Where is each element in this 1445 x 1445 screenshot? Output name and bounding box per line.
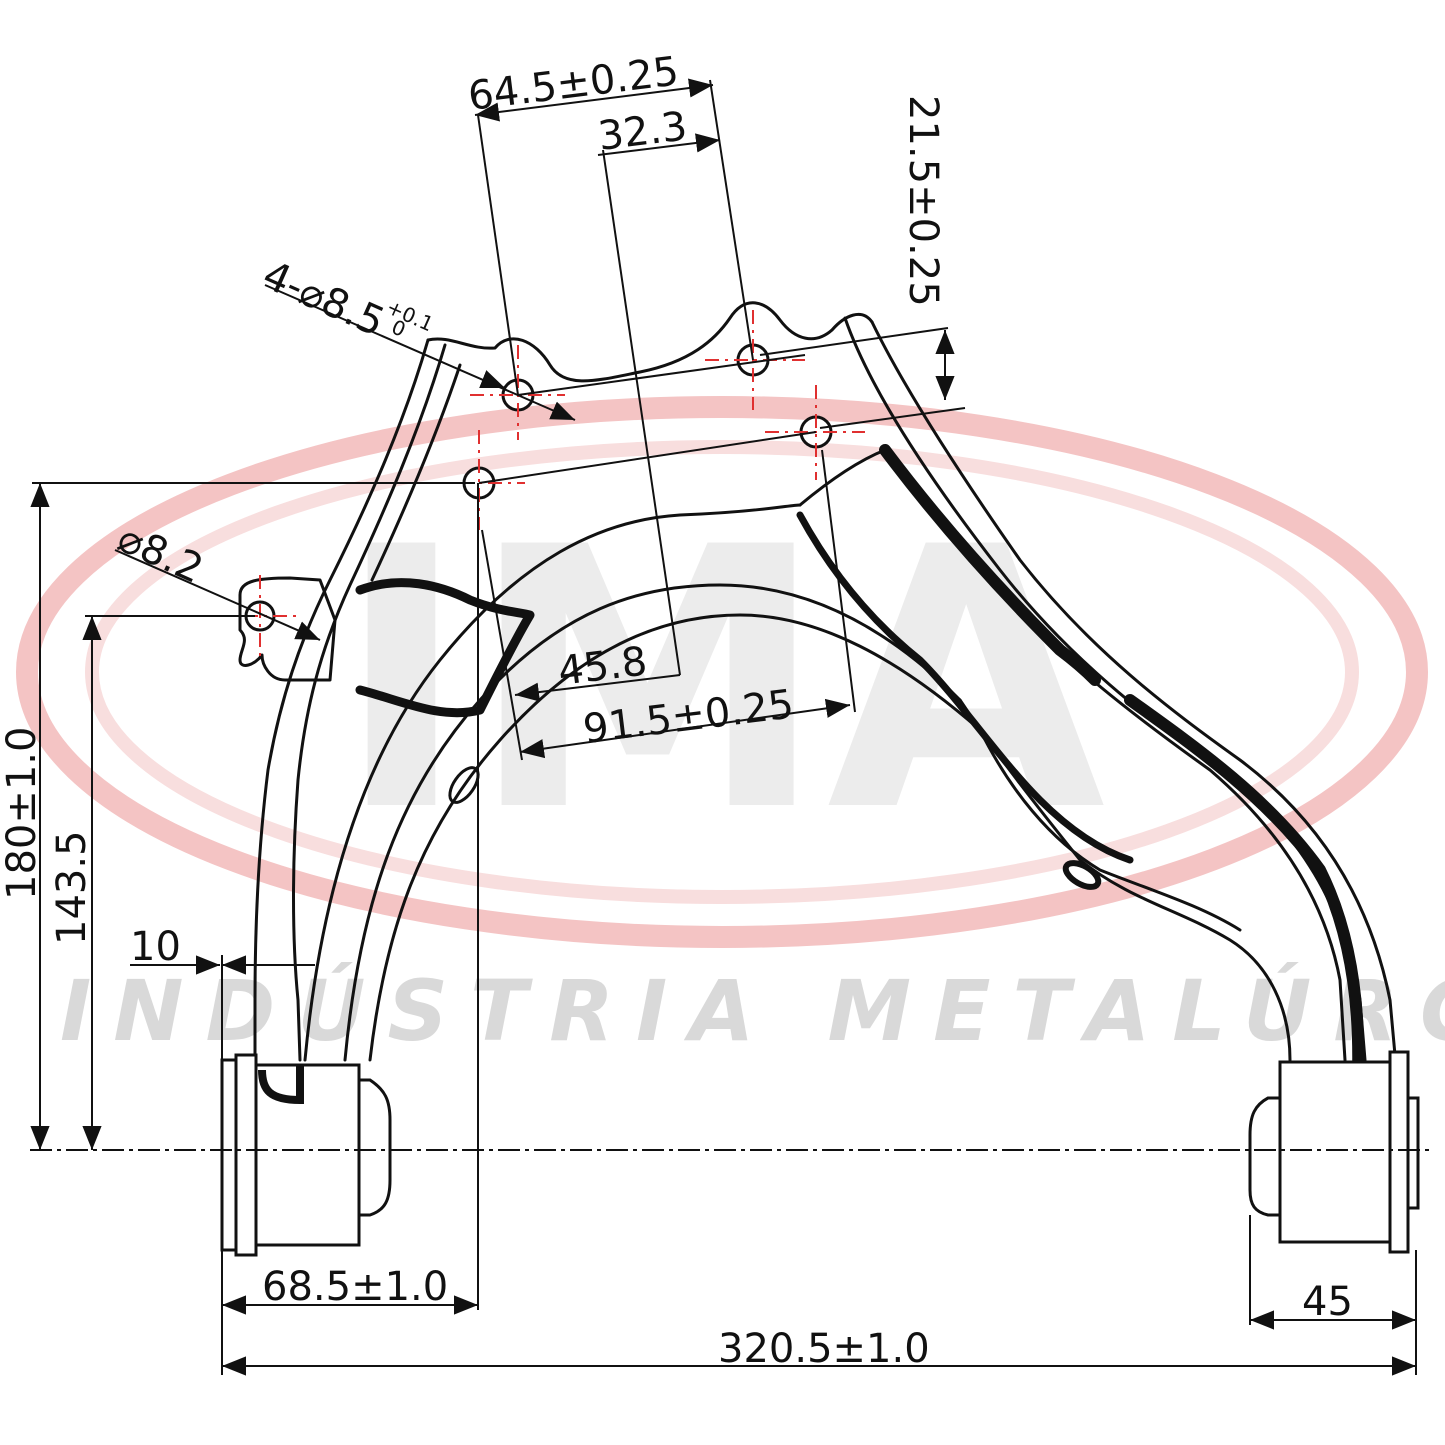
dim-overall-width: 320.5±1.0	[718, 1326, 930, 1372]
right-bushing-body	[1278, 1060, 1392, 1244]
watermark: IMA INDÚSTRIA METALÚRGICA ALL	[16, 396, 1445, 1060]
left-arm-inner2	[370, 363, 462, 582]
dim-left-offset: 68.5±1.0	[262, 1264, 448, 1310]
dim-offset-mid: 45.8	[556, 638, 650, 695]
watermark-ellipse-outer	[16, 396, 1428, 948]
left-thick-rib	[355, 578, 535, 718]
control-arm-outline	[238, 301, 1397, 1097]
inner-arch-mid	[343, 583, 962, 1062]
dim-height-hole: 143.5	[49, 830, 95, 945]
dim-bushing-width: 45	[1302, 1279, 1353, 1325]
right-lower-body2	[978, 728, 1242, 932]
left-bushing	[220, 1053, 392, 1257]
dim-wall-thickness: 10	[130, 924, 181, 970]
dim-half-spacing-top: 32.3	[596, 103, 690, 160]
left-arm-inner	[292, 343, 447, 1062]
right-bushing-flange-outer	[1406, 1096, 1420, 1210]
right-bushing-cap	[1248, 1096, 1282, 1217]
top-scalloped-edge	[426, 301, 874, 383]
watermark-company: INDÚSTRIA METALÚRGICA ALL	[60, 962, 1445, 1060]
right-slot	[1062, 860, 1102, 890]
right-arm-inner	[843, 316, 1367, 1062]
dim-vertical-offset: 21.5±0.25	[900, 95, 946, 307]
right-thick-rib-upper	[879, 444, 1101, 686]
dimension-lines	[30, 78, 1417, 1376]
dim-holes-callout: 4-⌀8.5	[256, 252, 391, 346]
left-bushing-cap	[357, 1078, 392, 1217]
left-bushing-flange	[234, 1053, 258, 1257]
small-slot	[448, 766, 480, 804]
left-tab	[238, 576, 337, 682]
right-bushing-flange	[1388, 1050, 1410, 1254]
right-thick-rib-lower	[1124, 694, 1365, 1081]
inner-arch-inner	[368, 613, 982, 1062]
left-bushing-band	[258, 1065, 304, 1105]
watermark-logo: IMA	[335, 471, 1108, 890]
right-bushing	[1248, 1050, 1420, 1254]
right-arm-outer	[870, 320, 1397, 1057]
inner-arch-outer	[303, 503, 802, 1062]
right-inner-rib	[796, 511, 1134, 864]
left-arm-outer	[253, 338, 430, 1097]
dim-height-total: 180±1.0	[0, 727, 45, 900]
